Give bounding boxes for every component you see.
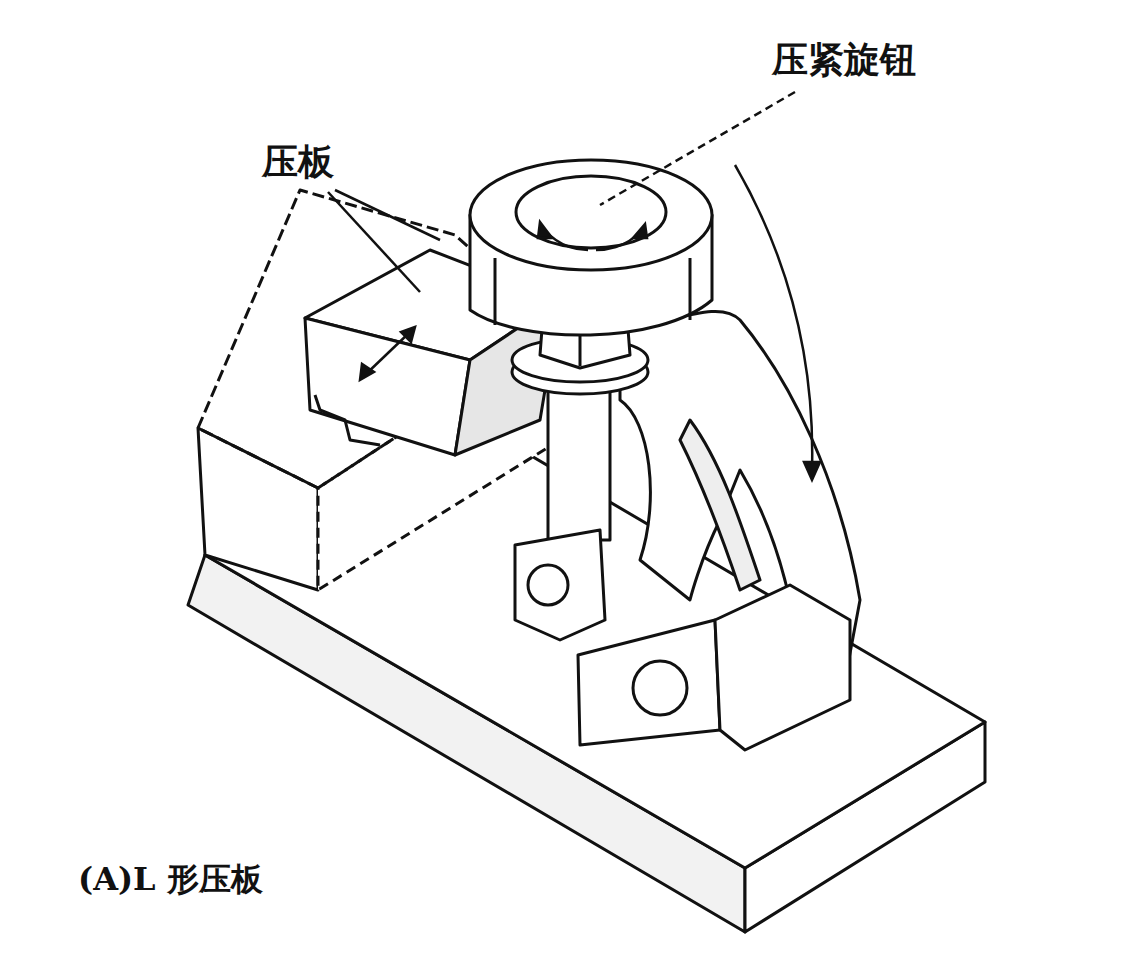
leader-line: [328, 192, 420, 292]
leader-line: [600, 92, 795, 205]
knob-flute: [494, 258, 497, 325]
arrow-head: [360, 364, 374, 380]
hinge-front: [578, 620, 720, 745]
hinge-right: [715, 585, 850, 750]
knob-inner: [516, 176, 666, 248]
swing-arrow: [735, 165, 812, 470]
plate-foot: [315, 395, 380, 445]
clevis: [515, 530, 605, 640]
motion-arrow: [365, 332, 410, 375]
arrow-head: [401, 327, 415, 342]
rotation-arrow: [545, 230, 588, 250]
knob-top: [470, 160, 712, 270]
arrow-head: [538, 222, 552, 238]
screw-rod: [548, 380, 610, 540]
arrow-head: [804, 462, 820, 480]
arrow-head: [633, 224, 647, 238]
part-label: 压板: [262, 140, 334, 183]
hinge-hole: [633, 661, 687, 715]
arm-slot: [680, 420, 760, 590]
rotation-arrow: [596, 232, 640, 250]
workpiece-front-face: [198, 428, 318, 590]
plate-front: [305, 318, 470, 455]
clevis-hole: [528, 565, 568, 605]
figure-caption: (A)L 形压板: [78, 860, 263, 898]
part-label: 压紧旋钮: [772, 38, 916, 81]
knob-flute: [689, 258, 692, 320]
